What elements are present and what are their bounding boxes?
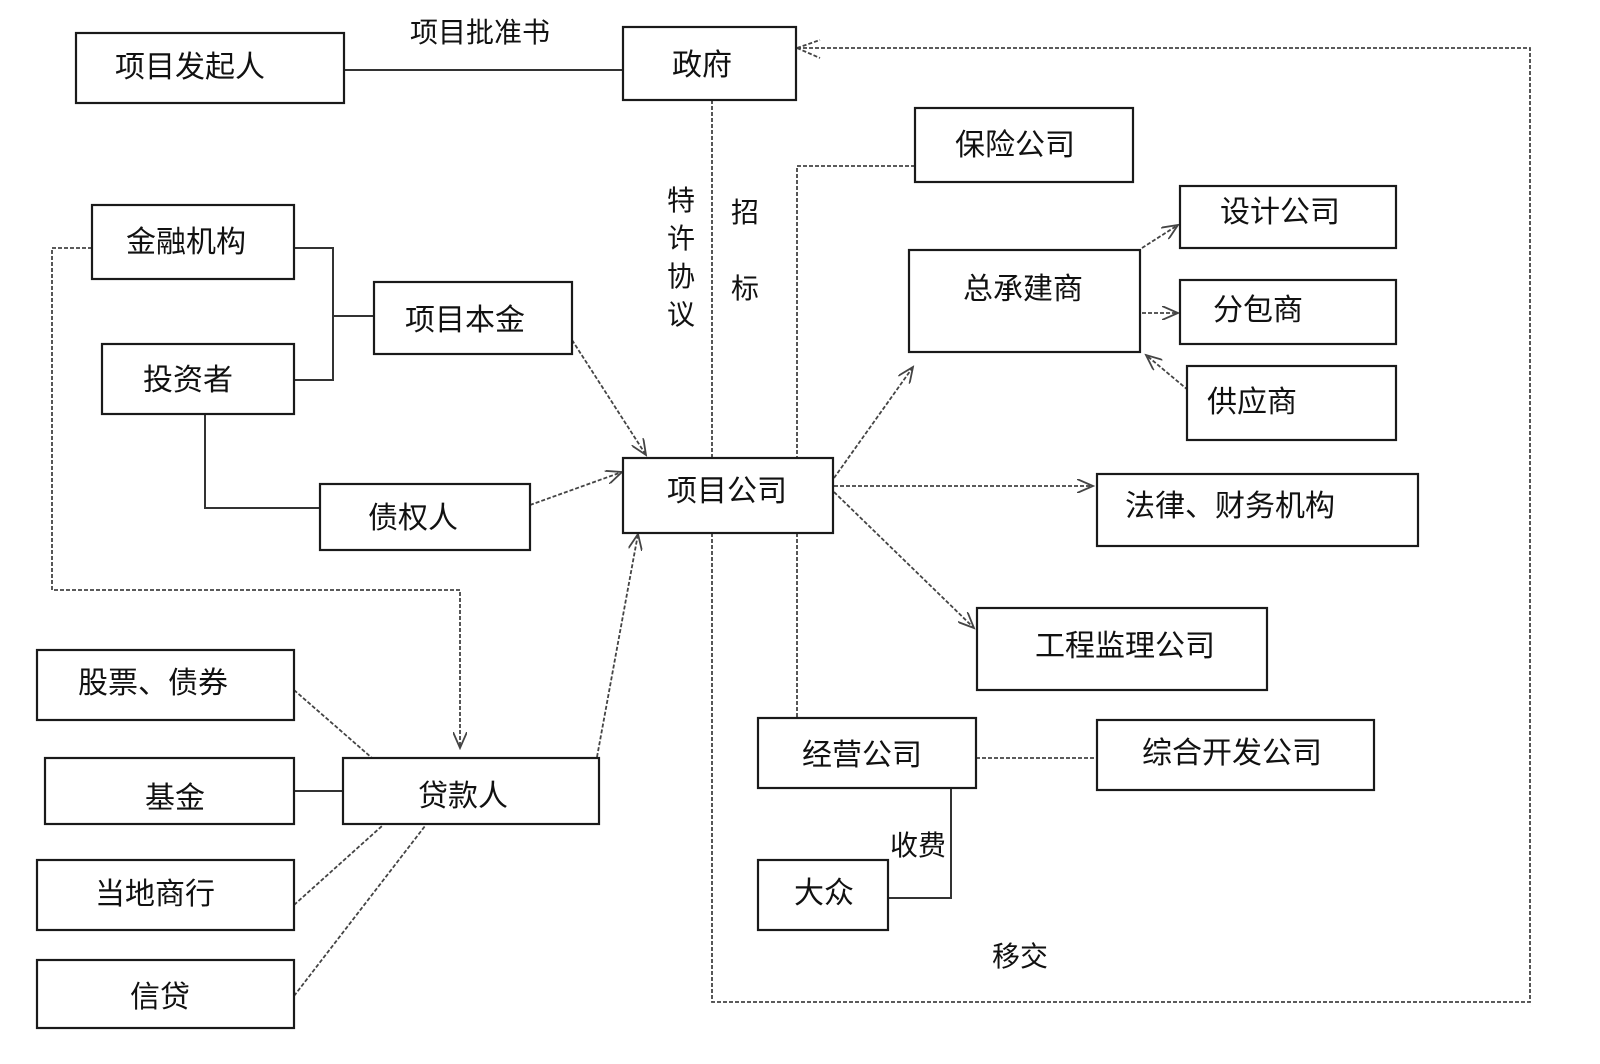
- transfer-arrowhead: [796, 39, 821, 59]
- node-label: 法律、财务机构: [1125, 489, 1335, 524]
- node-insurance: 保险公司: [913, 106, 1135, 184]
- node-label: 投资者: [143, 363, 233, 398]
- node-label: 经营公司: [802, 738, 922, 773]
- node-label: 贷款人: [418, 779, 508, 814]
- node-government: 政府: [621, 25, 798, 102]
- label-approval: 项目批准书: [410, 16, 550, 49]
- node-label: 大众: [794, 876, 854, 911]
- edge-insurance-project-company: [796, 165, 915, 458]
- edge-contractor-design: [1141, 225, 1178, 249]
- label-franchise-char: 议: [667, 298, 695, 331]
- node-supplier: 供应商: [1185, 364, 1398, 442]
- node-label: 保险公司: [955, 128, 1075, 163]
- node-label: 设计公司: [1220, 195, 1340, 230]
- edge-public-operator: [888, 788, 952, 899]
- node-principal: 项目本金: [372, 280, 574, 356]
- node-label: 金融机构: [126, 225, 246, 260]
- node-label: 基金: [145, 781, 205, 816]
- node-label: 股票、债券: [78, 666, 228, 701]
- node-label: 债权人: [368, 501, 458, 536]
- connectors: [51, 39, 1531, 1003]
- node-credit: 信贷: [35, 958, 296, 1030]
- label-tender-char: 招: [731, 196, 759, 229]
- edge-transfer-loop: [711, 47, 1531, 1003]
- node-label: 信贷: [130, 980, 190, 1015]
- node-sponsor: 项目发起人: [74, 31, 346, 105]
- edge-bracket-principal: [294, 247, 334, 381]
- edge-principal-project-company: [571, 339, 646, 455]
- label-franchise-char: 许: [667, 222, 695, 255]
- node-public: 大众: [756, 858, 890, 932]
- node-stocks-bonds: 股票、债券: [35, 648, 296, 722]
- node-subcontractor: 分包商: [1178, 278, 1398, 346]
- node-label: 政府: [672, 48, 732, 83]
- node-investor: 投资者: [100, 342, 296, 416]
- node-label: 工程监理公司: [1035, 629, 1215, 664]
- node-design: 设计公司: [1178, 184, 1398, 250]
- node-dev-company: 综合开发公司: [1095, 718, 1376, 792]
- node-label: 项目发起人: [115, 50, 265, 85]
- label-transfer: 移交: [992, 940, 1048, 973]
- node-supervision: 工程监理公司: [975, 606, 1269, 692]
- edge-project-supervision: [833, 491, 974, 628]
- label-franchise-char: 协: [667, 260, 695, 293]
- node-label: 综合开发公司: [1142, 736, 1322, 771]
- edge-credit-lender: [293, 825, 426, 997]
- label-fee: 收费: [890, 829, 946, 862]
- label-tender: 招 标: [731, 196, 759, 305]
- edge-investor-creditor: [204, 414, 320, 509]
- edge-creditor-project-company: [529, 472, 622, 506]
- node-label: 供应商: [1207, 385, 1297, 420]
- node-project-company: 项目公司: [621, 456, 835, 535]
- node-local-bank: 当地商行: [35, 858, 296, 932]
- edge-stocks-lender: [293, 689, 373, 759]
- node-label: 项目公司: [667, 474, 787, 509]
- node-label: 分包商: [1213, 293, 1303, 328]
- node-lender: 贷款人: [341, 756, 601, 826]
- node-label: 总承建商: [963, 272, 1083, 307]
- node-general-contractor: 总承建商: [907, 248, 1142, 354]
- edge-localbank-lender: [293, 825, 383, 906]
- edge-project-contractor: [833, 367, 913, 479]
- node-operator: 经营公司: [756, 716, 978, 790]
- node-label: 当地商行: [95, 877, 215, 912]
- edge-supplier-contractor: [1146, 355, 1189, 391]
- node-fund: 基金: [43, 756, 296, 826]
- label-franchise-char: 特: [667, 184, 695, 217]
- label-tender-char: 标: [731, 272, 759, 305]
- edge-finance-lender: [51, 247, 460, 748]
- label-franchise: 特 许 协 议: [667, 184, 695, 331]
- node-creditor: 债权人: [318, 482, 532, 552]
- node-label: 项目本金: [405, 303, 525, 338]
- edge-lender-project-company: [596, 534, 638, 758]
- node-finance-institution: 金融机构: [90, 203, 296, 281]
- node-legal-finance: 法律、财务机构: [1095, 472, 1420, 548]
